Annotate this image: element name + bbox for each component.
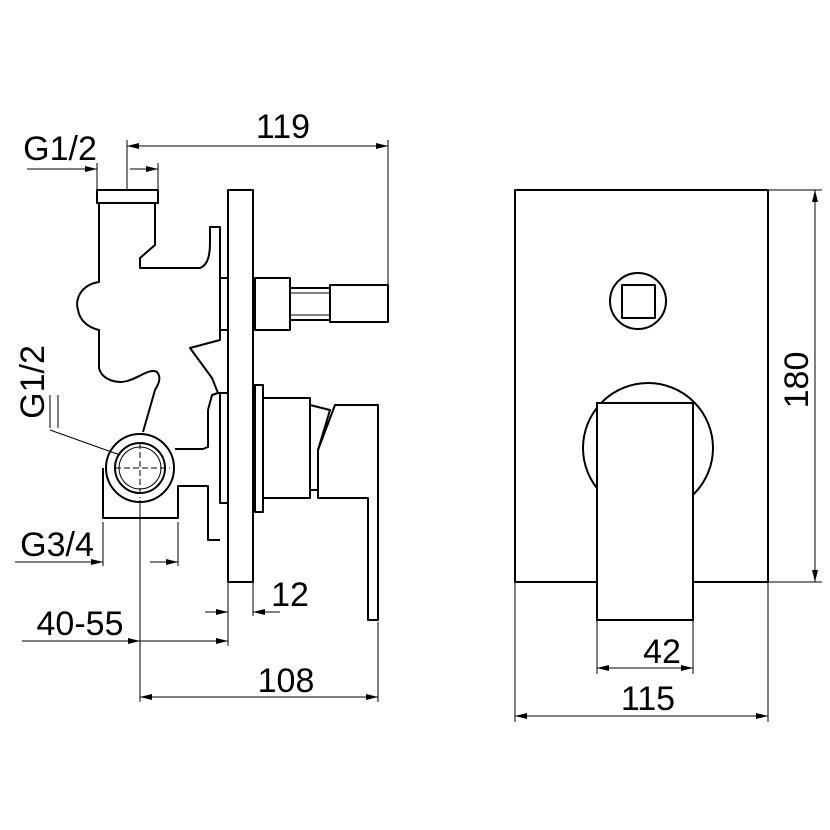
dim-g34: G3/4 — [20, 526, 94, 564]
dim-12: 12 — [271, 576, 309, 614]
valve-body — [76, 203, 221, 541]
dim-119: 119 — [256, 108, 310, 146]
dim-115: 115 — [621, 680, 675, 718]
dim-40-55: 40-55 — [37, 605, 124, 643]
dim-g12-top: G1/2 — [23, 130, 97, 168]
top-inlet-cap — [96, 189, 159, 204]
side-lever — [317, 404, 379, 621]
cartridge — [262, 397, 311, 499]
front-view — [514, 189, 769, 621]
outlet-ring-inner — [114, 442, 166, 494]
dim-108: 108 — [258, 662, 315, 700]
side-dimensions: 119 G1/2 G1/2 G3/4 12 40-55 108 — [14, 108, 389, 702]
dim-180: 180 — [778, 352, 816, 409]
front-lever — [596, 402, 694, 621]
diverter-square-knob — [621, 284, 656, 319]
side-view — [76, 189, 389, 621]
diverter-stem — [254, 277, 291, 331]
cover-plate — [227, 189, 254, 583]
front-dimensions: 180 42 115 — [514, 189, 822, 722]
diverter-rosette — [609, 272, 667, 330]
dim-42: 42 — [643, 633, 681, 671]
dim-g12-side: G1/2 — [14, 345, 52, 419]
diverter-knob — [329, 284, 389, 323]
